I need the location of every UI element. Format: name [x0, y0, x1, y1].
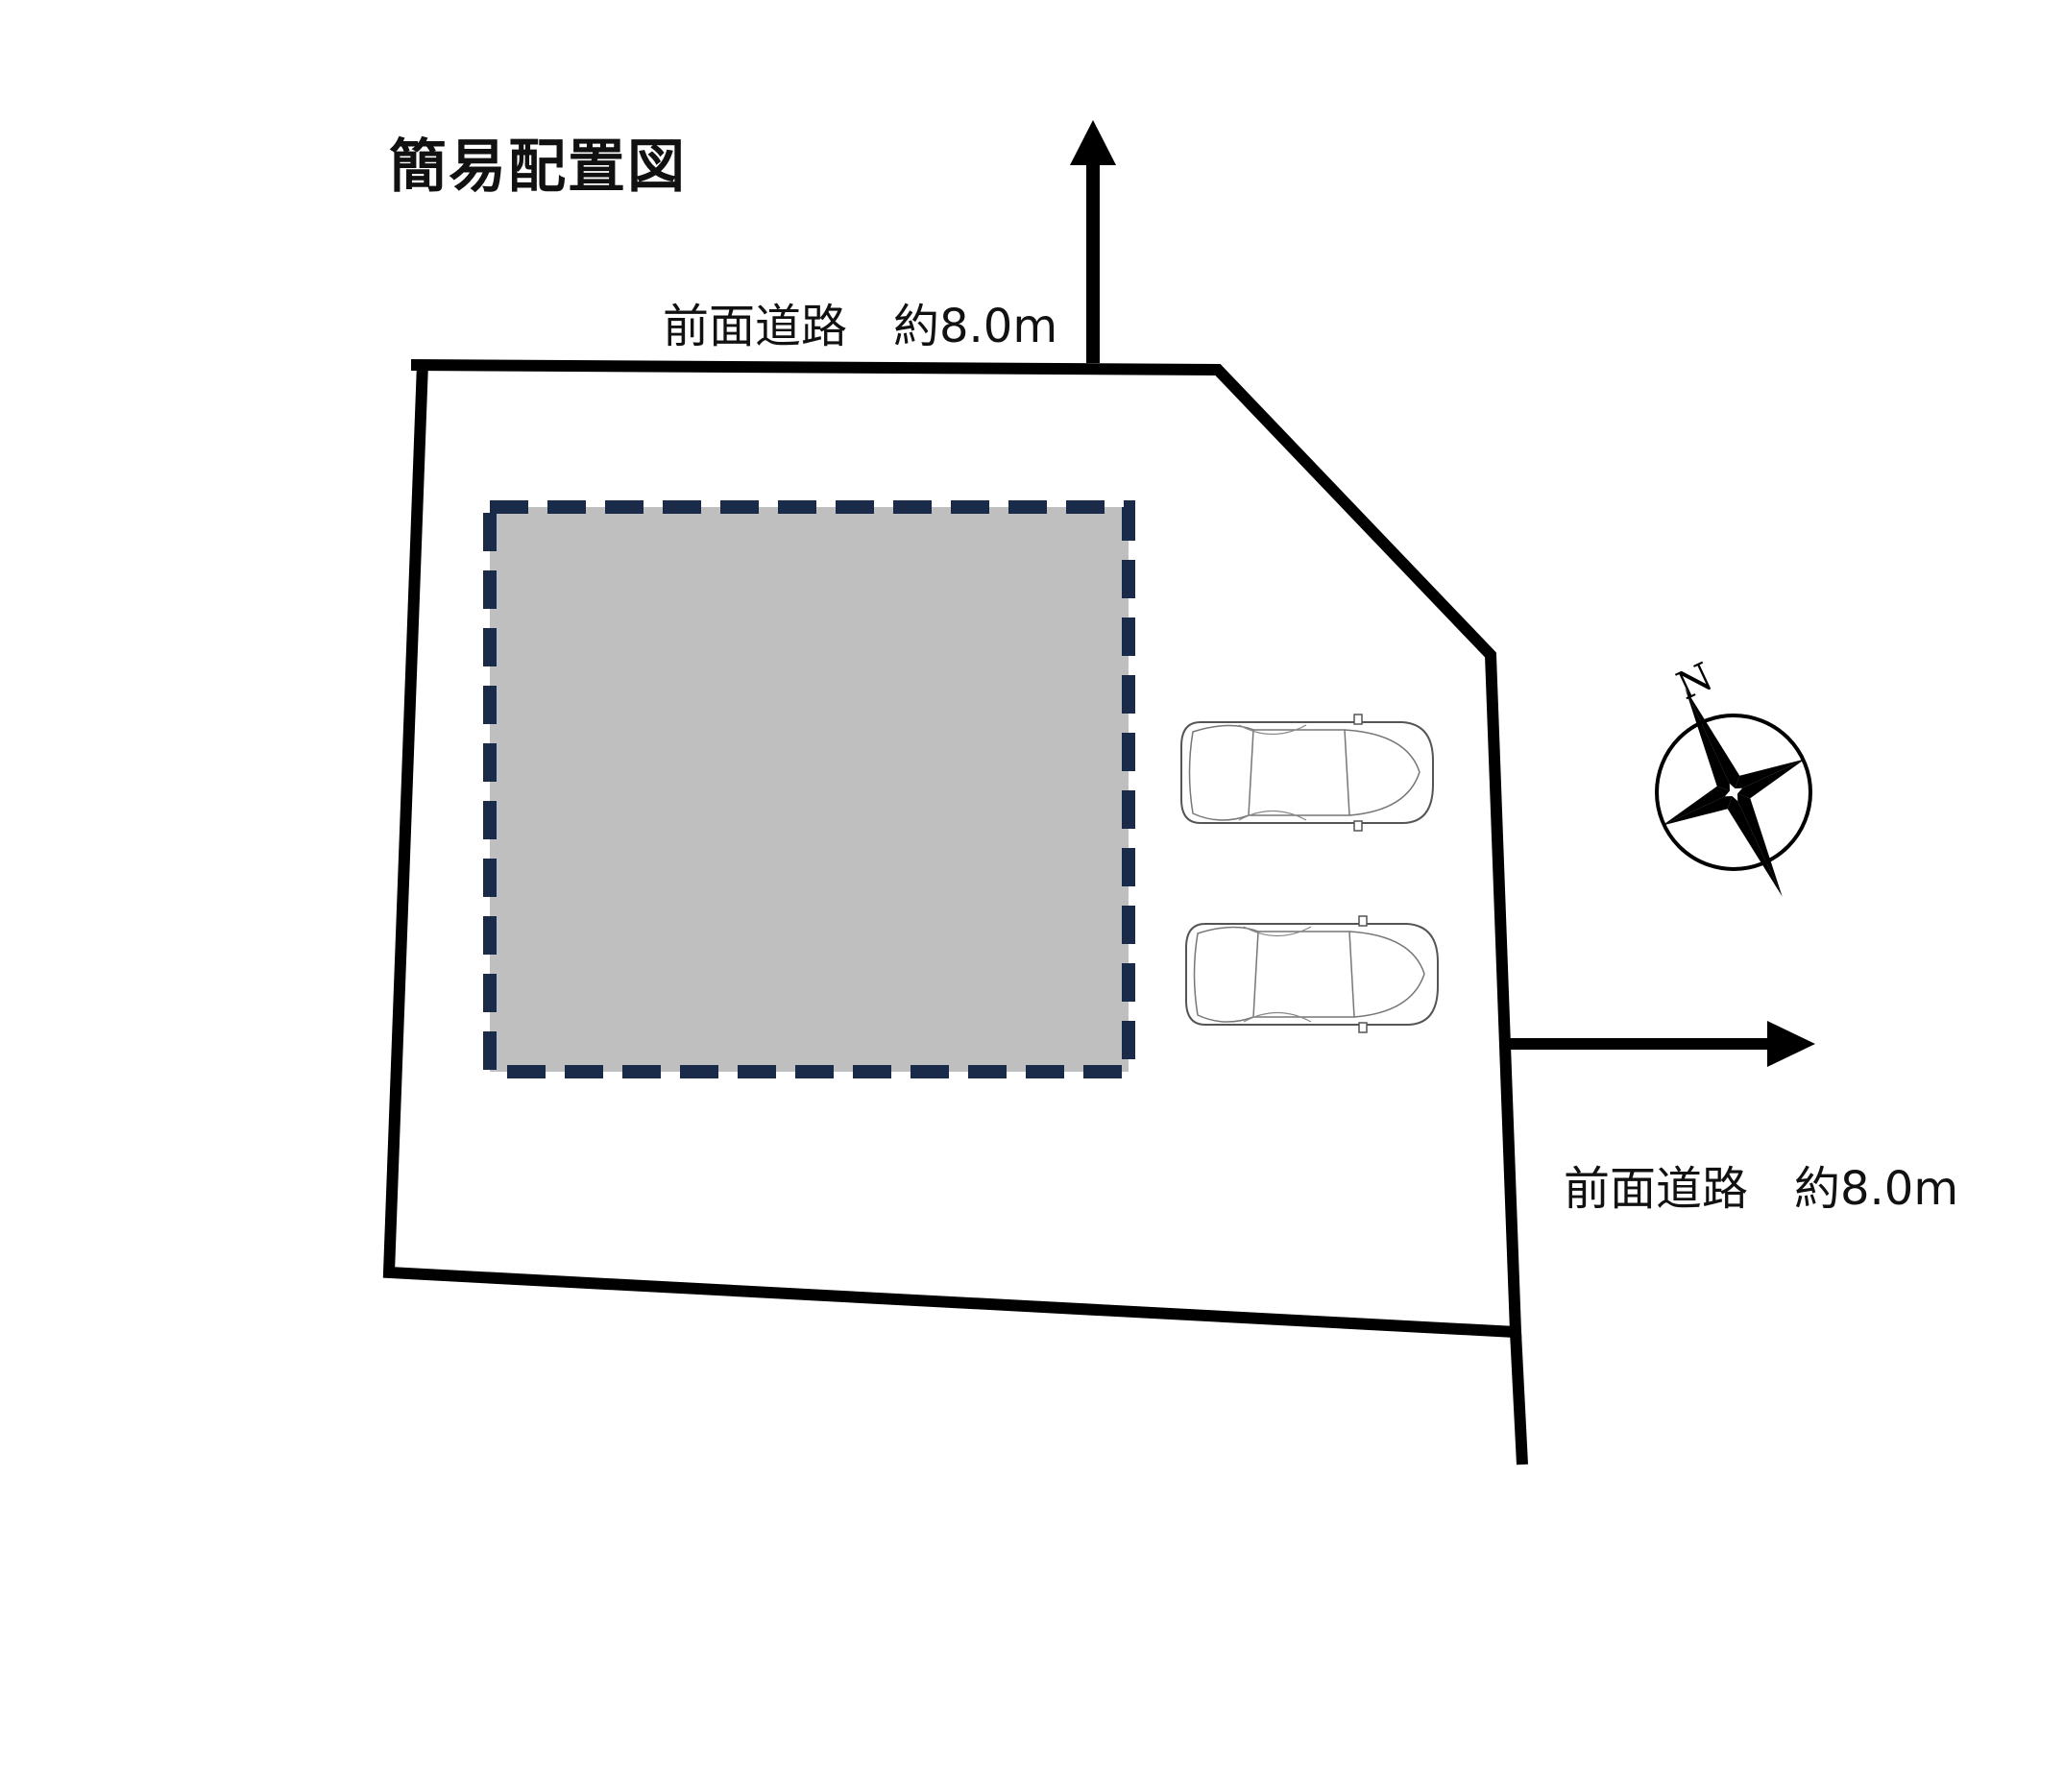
- building-footprint: [483, 500, 1135, 1078]
- road-arrow-right: [1510, 1021, 1815, 1067]
- road-label-right: 前面道路 約8.0m: [1564, 1162, 1959, 1216]
- road-label-top: 前面道路 約8.0m: [663, 300, 1058, 353]
- compass-icon: N: [1655, 655, 1812, 897]
- road-arrow-top: [1070, 120, 1116, 363]
- car-icon: [1185, 915, 1439, 1033]
- road-boundary-extension: [1510, 1331, 1528, 1465]
- compass-north-label: N: [1670, 655, 1719, 709]
- page-title: 簡易配置図: [389, 133, 687, 201]
- car-icon: [1180, 714, 1434, 832]
- lot-boundary: [382, 359, 1522, 1339]
